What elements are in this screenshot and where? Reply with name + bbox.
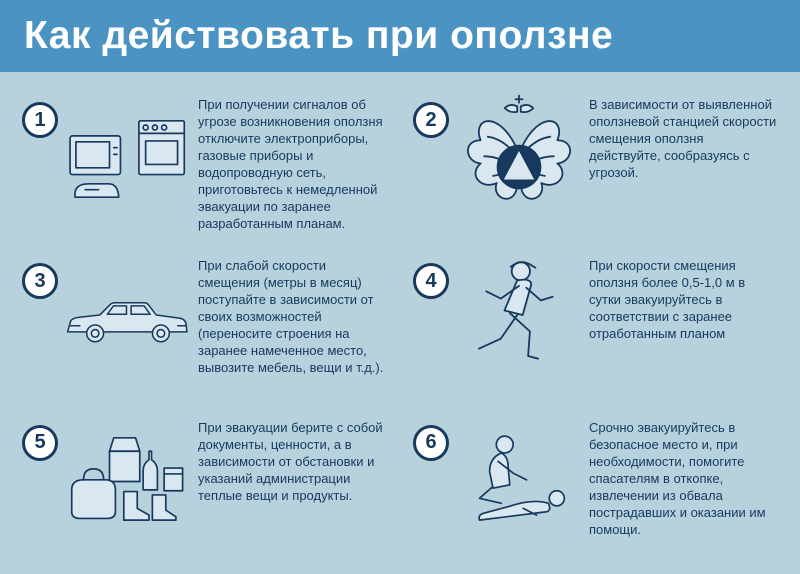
running-man-icon [453,249,585,391]
step-6-text: Срочно эвакуируйтесь в безопасное место … [589,419,766,537]
step-6-number-badge: 6 [413,424,449,461]
step-1-text: При получении сигналов об угрозе возникн… [198,97,383,231]
step-2: 2 В зависимости от выявленной оползневой… [405,82,786,243]
step-3: 3 При слабой скорости смещения (метры в … [14,243,395,404]
poster-title: Как действовать при оползне [24,14,614,57]
car-icon [62,249,194,391]
step-2-number-badge: 2 [413,102,449,138]
step-1-number-badge: 1 [22,102,58,138]
step-1: 1 При получении сигналов об уг [14,82,395,243]
first-aid-icon [453,411,585,553]
belongings-icon [62,411,194,553]
step-5: 5 При эвакуации берите с собой документы… [14,405,395,566]
step-4: 4 При скорости смещения оползня более 0,… [405,243,786,404]
step-3-text: При слабой скорости смещения (метры в ме… [198,258,384,376]
poster-header: Как действовать при оползне [0,0,800,72]
emercom-emblem-icon [453,88,585,230]
step-4-text: При скорости смещения оползня более 0,5-… [589,258,746,342]
step-4-number-badge: 4 [413,263,449,300]
step-5-number-badge: 5 [22,424,58,461]
step-5-text: При эвакуации берите с собой документы, … [198,419,383,503]
step-2-text: В зависимости от выявленной оползневой с… [589,97,777,180]
step-3-number-badge: 3 [22,263,58,300]
step-6: 6 Срочно эвакуируйтесь в безопасное мест… [405,405,786,566]
steps-grid: 1 При получении сигналов об уг [0,72,800,574]
household-appliances-icon [62,88,194,230]
